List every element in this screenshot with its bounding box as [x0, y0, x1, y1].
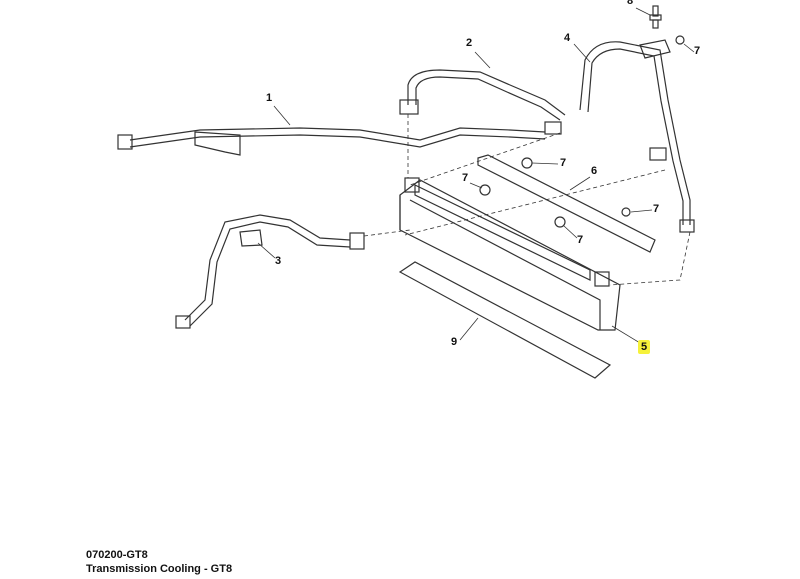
part-8-stud[interactable] — [649, 5, 662, 29]
part-9-pad[interactable] — [398, 261, 612, 379]
callout-1[interactable]: 1 — [266, 92, 273, 104]
callout-7[interactable]: 7 — [560, 157, 567, 169]
part-2-pipe[interactable] — [399, 69, 566, 135]
diagram-code: 070200-GT8 — [86, 549, 148, 561]
part-7-nuts[interactable] — [479, 35, 685, 228]
callout-7[interactable]: 7 — [653, 203, 660, 215]
part-3-pipe[interactable] — [175, 214, 365, 329]
part-6-bracket[interactable] — [414, 154, 656, 281]
callout-7[interactable]: 7 — [577, 234, 584, 246]
callout-2[interactable]: 2 — [466, 37, 473, 49]
callout-9[interactable]: 9 — [451, 336, 458, 348]
callout-7[interactable]: 7 — [462, 172, 469, 184]
callout-4[interactable]: 4 — [564, 32, 571, 44]
leader-lines — [257, 7, 695, 344]
diagram-title: Transmission Cooling - GT8 — [86, 563, 233, 575]
callout-7[interactable]: 7 — [694, 45, 701, 57]
part-4-pipe[interactable] — [579, 39, 695, 233]
callout-5-highlighted[interactable]: 5 — [638, 340, 651, 354]
callout-6[interactable]: 6 — [591, 165, 598, 177]
guide-lines — [363, 114, 691, 286]
callout-8[interactable]: 8 — [627, 0, 634, 7]
part-5-oil-cooler[interactable] — [399, 177, 621, 331]
part-1-pipe[interactable] — [117, 127, 546, 156]
callout-3[interactable]: 3 — [275, 255, 282, 267]
